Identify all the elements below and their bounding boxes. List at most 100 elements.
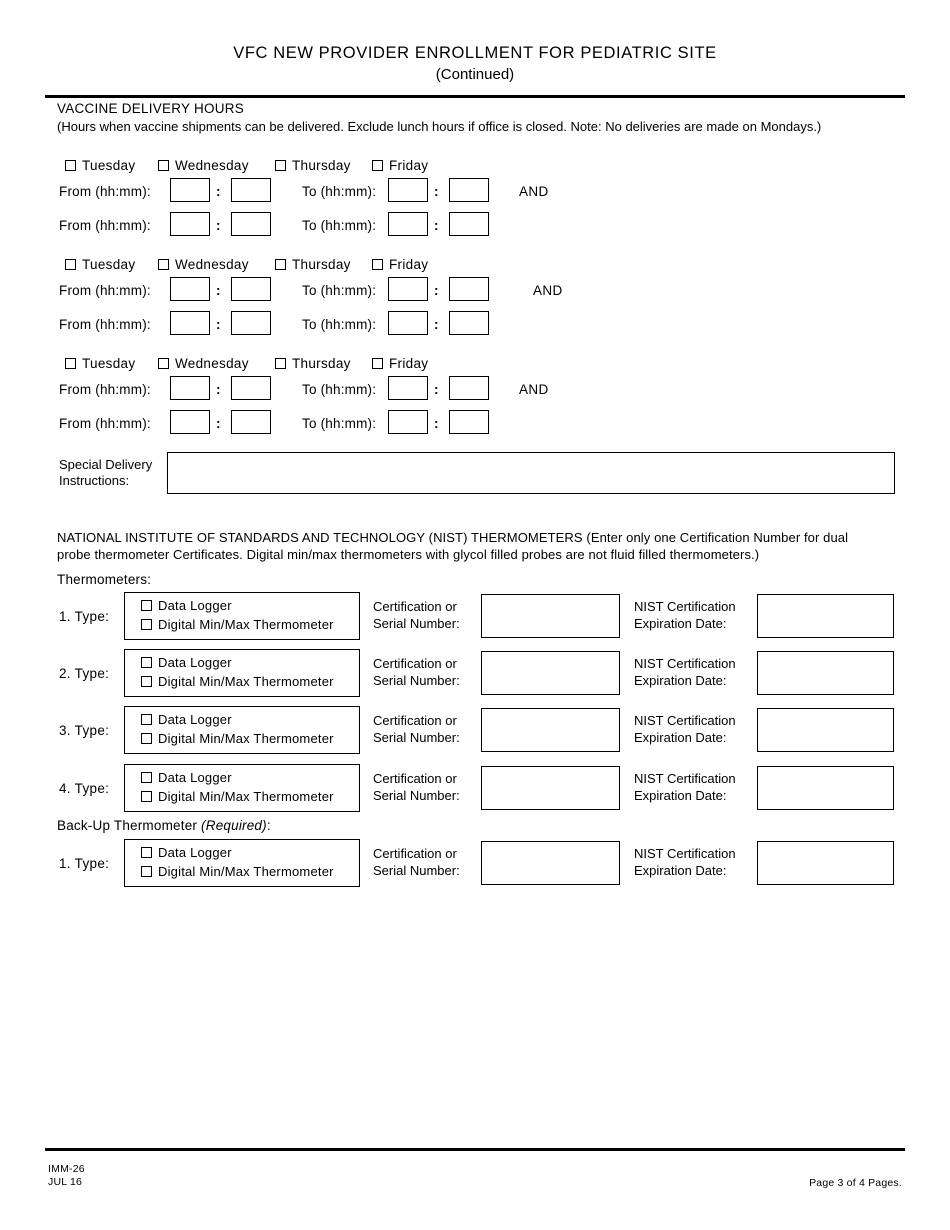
checkbox-icon[interactable] bbox=[141, 619, 152, 630]
from-hour-input-3-2[interactable] bbox=[170, 410, 210, 434]
checkbox-icon[interactable] bbox=[158, 358, 169, 369]
to-hour-input-1-1[interactable] bbox=[388, 178, 428, 202]
to-hour-input-3-1[interactable] bbox=[388, 376, 428, 400]
to-minute-input-2-2[interactable] bbox=[449, 311, 489, 335]
from-minute-input-2-2[interactable] bbox=[231, 311, 271, 335]
checkbox-icon[interactable] bbox=[372, 259, 383, 270]
to-time-label: To (hh:mm): bbox=[302, 184, 377, 199]
to-minute-input-3-1[interactable] bbox=[449, 376, 489, 400]
checkbox-icon[interactable] bbox=[141, 733, 152, 744]
from-hour-input-1-2[interactable] bbox=[170, 212, 210, 236]
checkbox-icon[interactable] bbox=[275, 259, 286, 270]
serial-label-line1-2: Certification or bbox=[373, 656, 457, 671]
backup-thermometer-label: Back-Up Thermometer (Required): bbox=[57, 818, 271, 833]
serial-label-line1-1: Certification or bbox=[373, 599, 457, 614]
checkbox-icon[interactable] bbox=[275, 358, 286, 369]
to-hour-input-3-2[interactable] bbox=[388, 410, 428, 434]
special-delivery-instructions-input[interactable] bbox=[167, 452, 895, 494]
from-hour-input-3-1[interactable] bbox=[170, 376, 210, 400]
day-checkbox-friday-2[interactable]: Friday bbox=[372, 257, 428, 272]
day-label: Wednesday bbox=[175, 356, 249, 371]
checkbox-icon[interactable] bbox=[65, 358, 76, 369]
digital-minmax-checkbox-2[interactable]: Digital Min/Max Thermometer bbox=[141, 674, 334, 689]
digital-minmax-checkbox-4[interactable]: Digital Min/Max Thermometer bbox=[141, 789, 334, 804]
vaccine-delivery-hours-heading: VACCINE DELIVERY HOURS bbox=[57, 101, 245, 116]
to-hour-input-2-2[interactable] bbox=[388, 311, 428, 335]
from-minute-input-3-2[interactable] bbox=[231, 410, 271, 434]
checkbox-icon[interactable] bbox=[141, 866, 152, 877]
to-minute-input-1-1[interactable] bbox=[449, 178, 489, 202]
checkbox-icon[interactable] bbox=[158, 259, 169, 270]
checkbox-icon[interactable] bbox=[372, 358, 383, 369]
from-minute-input-2-1[interactable] bbox=[231, 277, 271, 301]
day-checkbox-thursday-1[interactable]: Thursday bbox=[275, 158, 351, 173]
expiration-date-input-4[interactable] bbox=[757, 766, 894, 810]
serial-label-line1-4: Certification or bbox=[373, 771, 457, 786]
from-minute-input-1-1[interactable] bbox=[231, 178, 271, 202]
to-minute-input-2-1[interactable] bbox=[449, 277, 489, 301]
day-checkbox-friday-3[interactable]: Friday bbox=[372, 356, 428, 371]
digital-minmax-checkbox-3[interactable]: Digital Min/Max Thermometer bbox=[141, 731, 334, 746]
data-logger-checkbox-4[interactable]: Data Logger bbox=[141, 770, 232, 785]
expiration-date-input-2[interactable] bbox=[757, 651, 894, 695]
to-minute-input-3-2[interactable] bbox=[449, 410, 489, 434]
from-hour-input-2-2[interactable] bbox=[170, 311, 210, 335]
checkbox-icon[interactable] bbox=[65, 160, 76, 171]
to-hour-input-2-1[interactable] bbox=[388, 277, 428, 301]
day-checkbox-thursday-3[interactable]: Thursday bbox=[275, 356, 351, 371]
expiration-date-input-1[interactable] bbox=[757, 594, 894, 638]
option-label: Data Logger bbox=[158, 845, 232, 860]
to-time-label: To (hh:mm): bbox=[302, 283, 377, 298]
day-checkbox-friday-1[interactable]: Friday bbox=[372, 158, 428, 173]
special-delivery-label-line2: Instructions: bbox=[59, 473, 130, 488]
day-checkbox-wednesday-2[interactable]: Wednesday bbox=[158, 257, 249, 272]
checkbox-icon[interactable] bbox=[141, 714, 152, 725]
expiry-label-line1-3: NIST Certification bbox=[634, 713, 736, 728]
checkbox-icon[interactable] bbox=[65, 259, 76, 270]
checkbox-icon[interactable] bbox=[141, 791, 152, 802]
checkbox-icon[interactable] bbox=[141, 657, 152, 668]
expiration-date-input-3[interactable] bbox=[757, 708, 894, 752]
from-minute-input-1-2[interactable] bbox=[231, 212, 271, 236]
backup-colon: : bbox=[266, 818, 271, 833]
data-logger-checkbox-1[interactable]: Data Logger bbox=[141, 598, 232, 613]
serial-number-input-2[interactable] bbox=[481, 651, 620, 695]
backup-expiry-label-line1-1: NIST Certification bbox=[634, 846, 736, 861]
backup-serial-number-input-1[interactable] bbox=[481, 841, 620, 885]
backup-data-logger-checkbox-1[interactable]: Data Logger bbox=[141, 845, 232, 860]
checkbox-icon[interactable] bbox=[141, 772, 152, 783]
checkbox-icon[interactable] bbox=[158, 160, 169, 171]
data-logger-checkbox-2[interactable]: Data Logger bbox=[141, 655, 232, 670]
checkbox-icon[interactable] bbox=[372, 160, 383, 171]
time-separator: : bbox=[216, 416, 221, 431]
day-checkbox-thursday-2[interactable]: Thursday bbox=[275, 257, 351, 272]
to-minute-input-1-2[interactable] bbox=[449, 212, 489, 236]
day-checkbox-wednesday-1[interactable]: Wednesday bbox=[158, 158, 249, 173]
data-logger-checkbox-3[interactable]: Data Logger bbox=[141, 712, 232, 727]
digital-minmax-checkbox-1[interactable]: Digital Min/Max Thermometer bbox=[141, 617, 334, 632]
from-hour-input-2-1[interactable] bbox=[170, 277, 210, 301]
serial-number-input-1[interactable] bbox=[481, 594, 620, 638]
thermometer-type-box-4 bbox=[124, 764, 360, 812]
checkbox-icon[interactable] bbox=[141, 847, 152, 858]
serial-label-line2-3: Serial Number: bbox=[373, 730, 460, 745]
day-checkbox-tuesday-1[interactable]: Tuesday bbox=[65, 158, 135, 173]
expiry-label-line2-4: Expiration Date: bbox=[634, 788, 727, 803]
checkbox-icon[interactable] bbox=[275, 160, 286, 171]
serial-number-input-4[interactable] bbox=[481, 766, 620, 810]
checkbox-icon[interactable] bbox=[141, 676, 152, 687]
time-separator: : bbox=[434, 317, 439, 332]
backup-expiration-date-input-1[interactable] bbox=[757, 841, 894, 885]
day-checkbox-wednesday-3[interactable]: Wednesday bbox=[158, 356, 249, 371]
checkbox-icon[interactable] bbox=[141, 600, 152, 611]
serial-number-input-3[interactable] bbox=[481, 708, 620, 752]
day-checkbox-tuesday-3[interactable]: Tuesday bbox=[65, 356, 135, 371]
serial-label-line2-1: Serial Number: bbox=[373, 616, 460, 631]
expiry-label-line1-1: NIST Certification bbox=[634, 599, 736, 614]
from-hour-input-1-1[interactable] bbox=[170, 178, 210, 202]
day-checkbox-tuesday-2[interactable]: Tuesday bbox=[65, 257, 135, 272]
to-hour-input-1-2[interactable] bbox=[388, 212, 428, 236]
thermometer-row-index-2: 2. Type: bbox=[59, 666, 110, 681]
from-minute-input-3-1[interactable] bbox=[231, 376, 271, 400]
backup-digital-minmax-checkbox-1[interactable]: Digital Min/Max Thermometer bbox=[141, 864, 334, 879]
